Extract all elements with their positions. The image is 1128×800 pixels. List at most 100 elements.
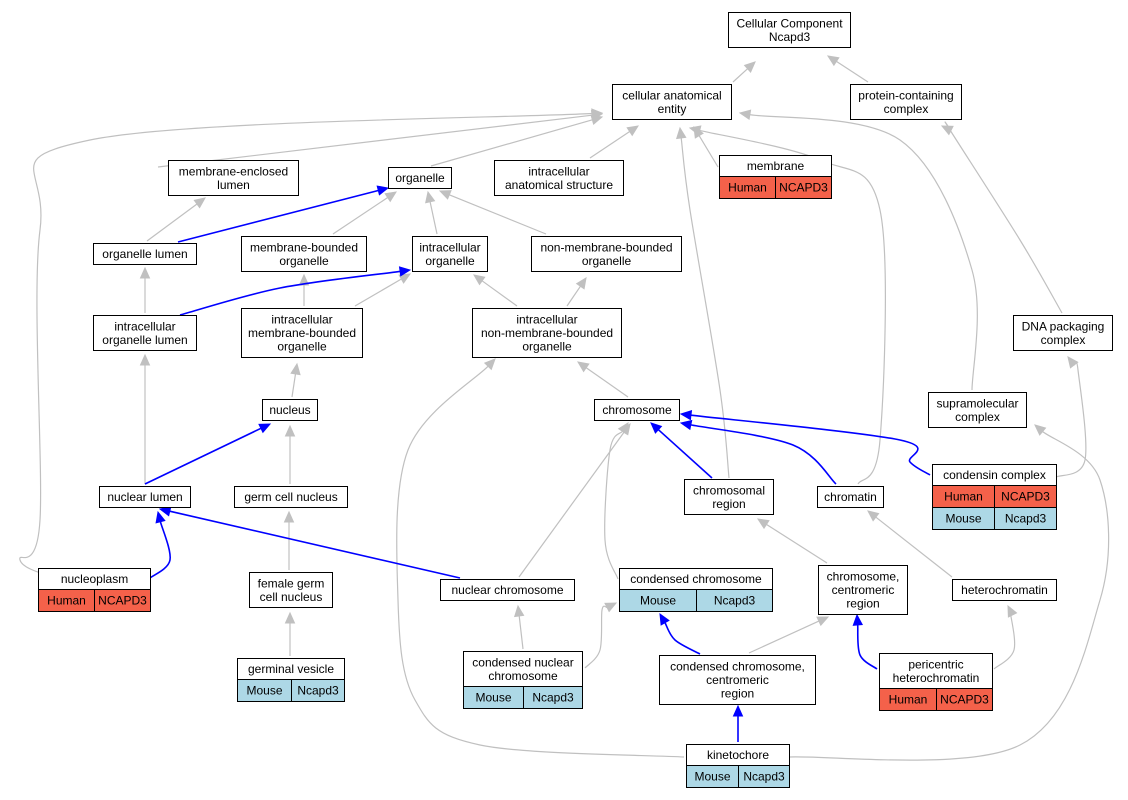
node-label: centromeric — [832, 583, 895, 597]
node-box — [952, 579, 1057, 601]
is-a-edge-32 — [1055, 361, 1087, 478]
is-a-edge-0 — [732, 68, 749, 83]
arrowhead-45 — [158, 506, 172, 517]
is-a-edge-6 — [19, 112, 593, 579]
is-a-edge-1 — [836, 60, 869, 83]
arrowhead-35 — [483, 358, 496, 371]
node-nchr[interactable]: nuclear chromosome — [440, 579, 575, 601]
node-nuc[interactable]: nucleus — [262, 399, 318, 421]
node-label: chromosome, — [827, 570, 900, 584]
arrowhead-44 — [155, 510, 166, 524]
is-a-edge-34 — [993, 607, 1016, 670]
node-label: entity — [658, 102, 687, 116]
is-a-edge-26 — [518, 431, 625, 578]
node-inmbo[interactable]: intracellularnon-membrane-boundedorganel… — [472, 308, 622, 358]
gene-label: NCAPD3 — [1001, 490, 1050, 504]
node-label: complex — [884, 102, 929, 116]
arrowhead-41 — [650, 422, 663, 434]
node-hch[interactable]: heterochromatin — [952, 579, 1057, 601]
arrowhead-10 — [940, 125, 954, 136]
species-label: Human — [944, 490, 983, 504]
node-label: membrane-enclosed — [179, 164, 288, 178]
species-label: Human — [728, 181, 767, 195]
node-label: intracellular — [528, 164, 589, 178]
is-a-edge-29 — [584, 605, 608, 669]
arrowhead-6 — [591, 108, 604, 119]
node-label: intracellular — [516, 313, 577, 327]
node-box — [262, 399, 318, 421]
is-a-edge-17 — [354, 278, 402, 307]
arrowhead-12 — [384, 191, 398, 203]
arrowhead-17 — [398, 273, 412, 284]
human-gene-cell — [94, 589, 151, 612]
arrowhead-32 — [1067, 356, 1079, 369]
part-of-edge-44 — [149, 521, 171, 579]
human-gene-cell — [775, 176, 832, 199]
node-chrt[interactable]: chromatin — [817, 486, 884, 508]
node-label: female germ — [258, 576, 325, 590]
is-a-edge-14 — [449, 194, 547, 235]
is-a-edge-30 — [766, 523, 828, 564]
is-a-edge-2 — [157, 114, 593, 168]
part-of-edge-42 — [690, 424, 837, 485]
node-box — [818, 565, 908, 615]
arrowhead-46 — [659, 612, 670, 626]
gene-label: NCAPD3 — [98, 594, 147, 608]
node-chr[interactable]: chromosome — [594, 399, 680, 421]
node-label: kinetochore — [707, 748, 769, 762]
node-label: chromosomal — [693, 483, 765, 497]
node-label: organelle lumen — [102, 247, 187, 261]
arrowhead-48 — [732, 704, 744, 717]
node-box — [249, 572, 333, 608]
species-label: Human — [47, 594, 86, 608]
part-of-edge-40 — [144, 427, 262, 485]
node-label: region — [721, 687, 754, 701]
arrowhead-22 — [139, 353, 151, 366]
node-nl[interactable]: nuclear lumen — [99, 486, 191, 508]
node-label: protein-containing — [858, 88, 953, 102]
arrowhead-13 — [425, 190, 436, 204]
node-label: region — [846, 597, 879, 611]
arrowhead-27 — [617, 421, 629, 435]
is-a-edge-36 — [788, 431, 1110, 761]
node-gcn[interactable]: germ cell nucleus — [234, 486, 348, 508]
is-a-edge-33 — [748, 620, 820, 654]
is-a-edge-7 — [680, 137, 730, 479]
is-a-edge-11 — [146, 203, 198, 242]
gene-label: Ncapd3 — [297, 684, 339, 698]
gene-label: Ncapd3 — [1005, 512, 1047, 526]
node-orgl[interactable]: organelle lumen — [93, 243, 197, 265]
node-label: membrane-bounded — [250, 240, 358, 254]
node-org[interactable]: organelle — [388, 167, 452, 189]
node-label: intracellular — [114, 319, 175, 333]
node-label: organelle — [425, 254, 475, 268]
part-of-edge-47 — [856, 624, 878, 670]
node-label: DNA packaging — [1022, 319, 1105, 333]
node-label: intracellular — [419, 240, 480, 254]
arrowhead-31 — [867, 510, 880, 522]
